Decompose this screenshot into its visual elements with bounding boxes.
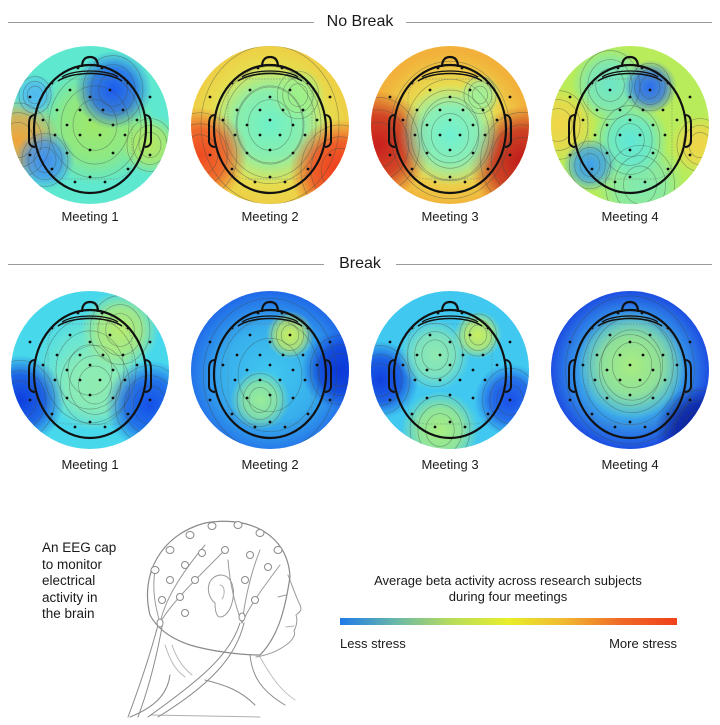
caption-line: activity in xyxy=(42,589,98,605)
topomap-break-meeting-4 xyxy=(550,290,710,450)
topomap-svg xyxy=(11,46,169,204)
topomap-break-meeting-2 xyxy=(190,290,350,450)
caption-line: An EEG cap xyxy=(42,540,117,555)
topomap-break-meeting-3 xyxy=(370,290,530,450)
eeg-cap-illustration xyxy=(110,505,310,720)
topomap-svg xyxy=(191,46,349,204)
topomap-svg xyxy=(551,46,709,204)
map-label: Meeting 4 xyxy=(601,457,659,472)
legend-title-line-1: Average beta activity across research su… xyxy=(374,573,642,588)
topomap-no-break-meeting-2 xyxy=(190,45,350,205)
section-header-break: Break xyxy=(8,254,712,274)
caption-line: the brain xyxy=(42,606,95,621)
topomap-no-break-meeting-3 xyxy=(370,45,530,205)
map-label: Meeting 1 xyxy=(61,209,119,224)
section-title-break: Break xyxy=(327,255,393,272)
caption-line: electrical xyxy=(42,573,96,588)
divider-left xyxy=(8,22,314,23)
map-label: Meeting 1 xyxy=(61,457,119,472)
topomap-svg xyxy=(191,291,349,449)
divider-right xyxy=(406,22,712,23)
legend-low-label: Less stress xyxy=(340,636,406,651)
legend-high-label: More stress xyxy=(609,636,677,651)
topomap-no-break-meeting-4 xyxy=(550,45,710,205)
divider-left xyxy=(8,264,324,265)
topomap-svg xyxy=(551,291,709,449)
topomap-svg xyxy=(11,291,169,449)
legend-title: Average beta activity across research su… xyxy=(340,573,676,605)
map-label: Meeting 3 xyxy=(421,457,479,472)
color-scale-bar xyxy=(340,618,677,625)
map-label: Meeting 4 xyxy=(601,209,659,224)
map-label: Meeting 2 xyxy=(241,209,299,224)
map-label: Meeting 2 xyxy=(241,457,299,472)
caption-line: to monitor xyxy=(42,556,103,572)
topomap-break-meeting-1 xyxy=(10,290,170,450)
topomap-svg xyxy=(371,291,529,449)
map-label: Meeting 3 xyxy=(421,209,479,224)
divider-right xyxy=(396,264,712,265)
section-title-no-break: No Break xyxy=(314,13,406,30)
section-header-no-break: No Break xyxy=(8,12,712,32)
legend-title-line-2: during four meetings xyxy=(448,589,568,604)
eeg-cap-caption: An EEG cap to monitor electrical activit… xyxy=(42,540,132,623)
topomap-no-break-meeting-1 xyxy=(10,45,170,205)
topomap-svg xyxy=(371,46,529,204)
